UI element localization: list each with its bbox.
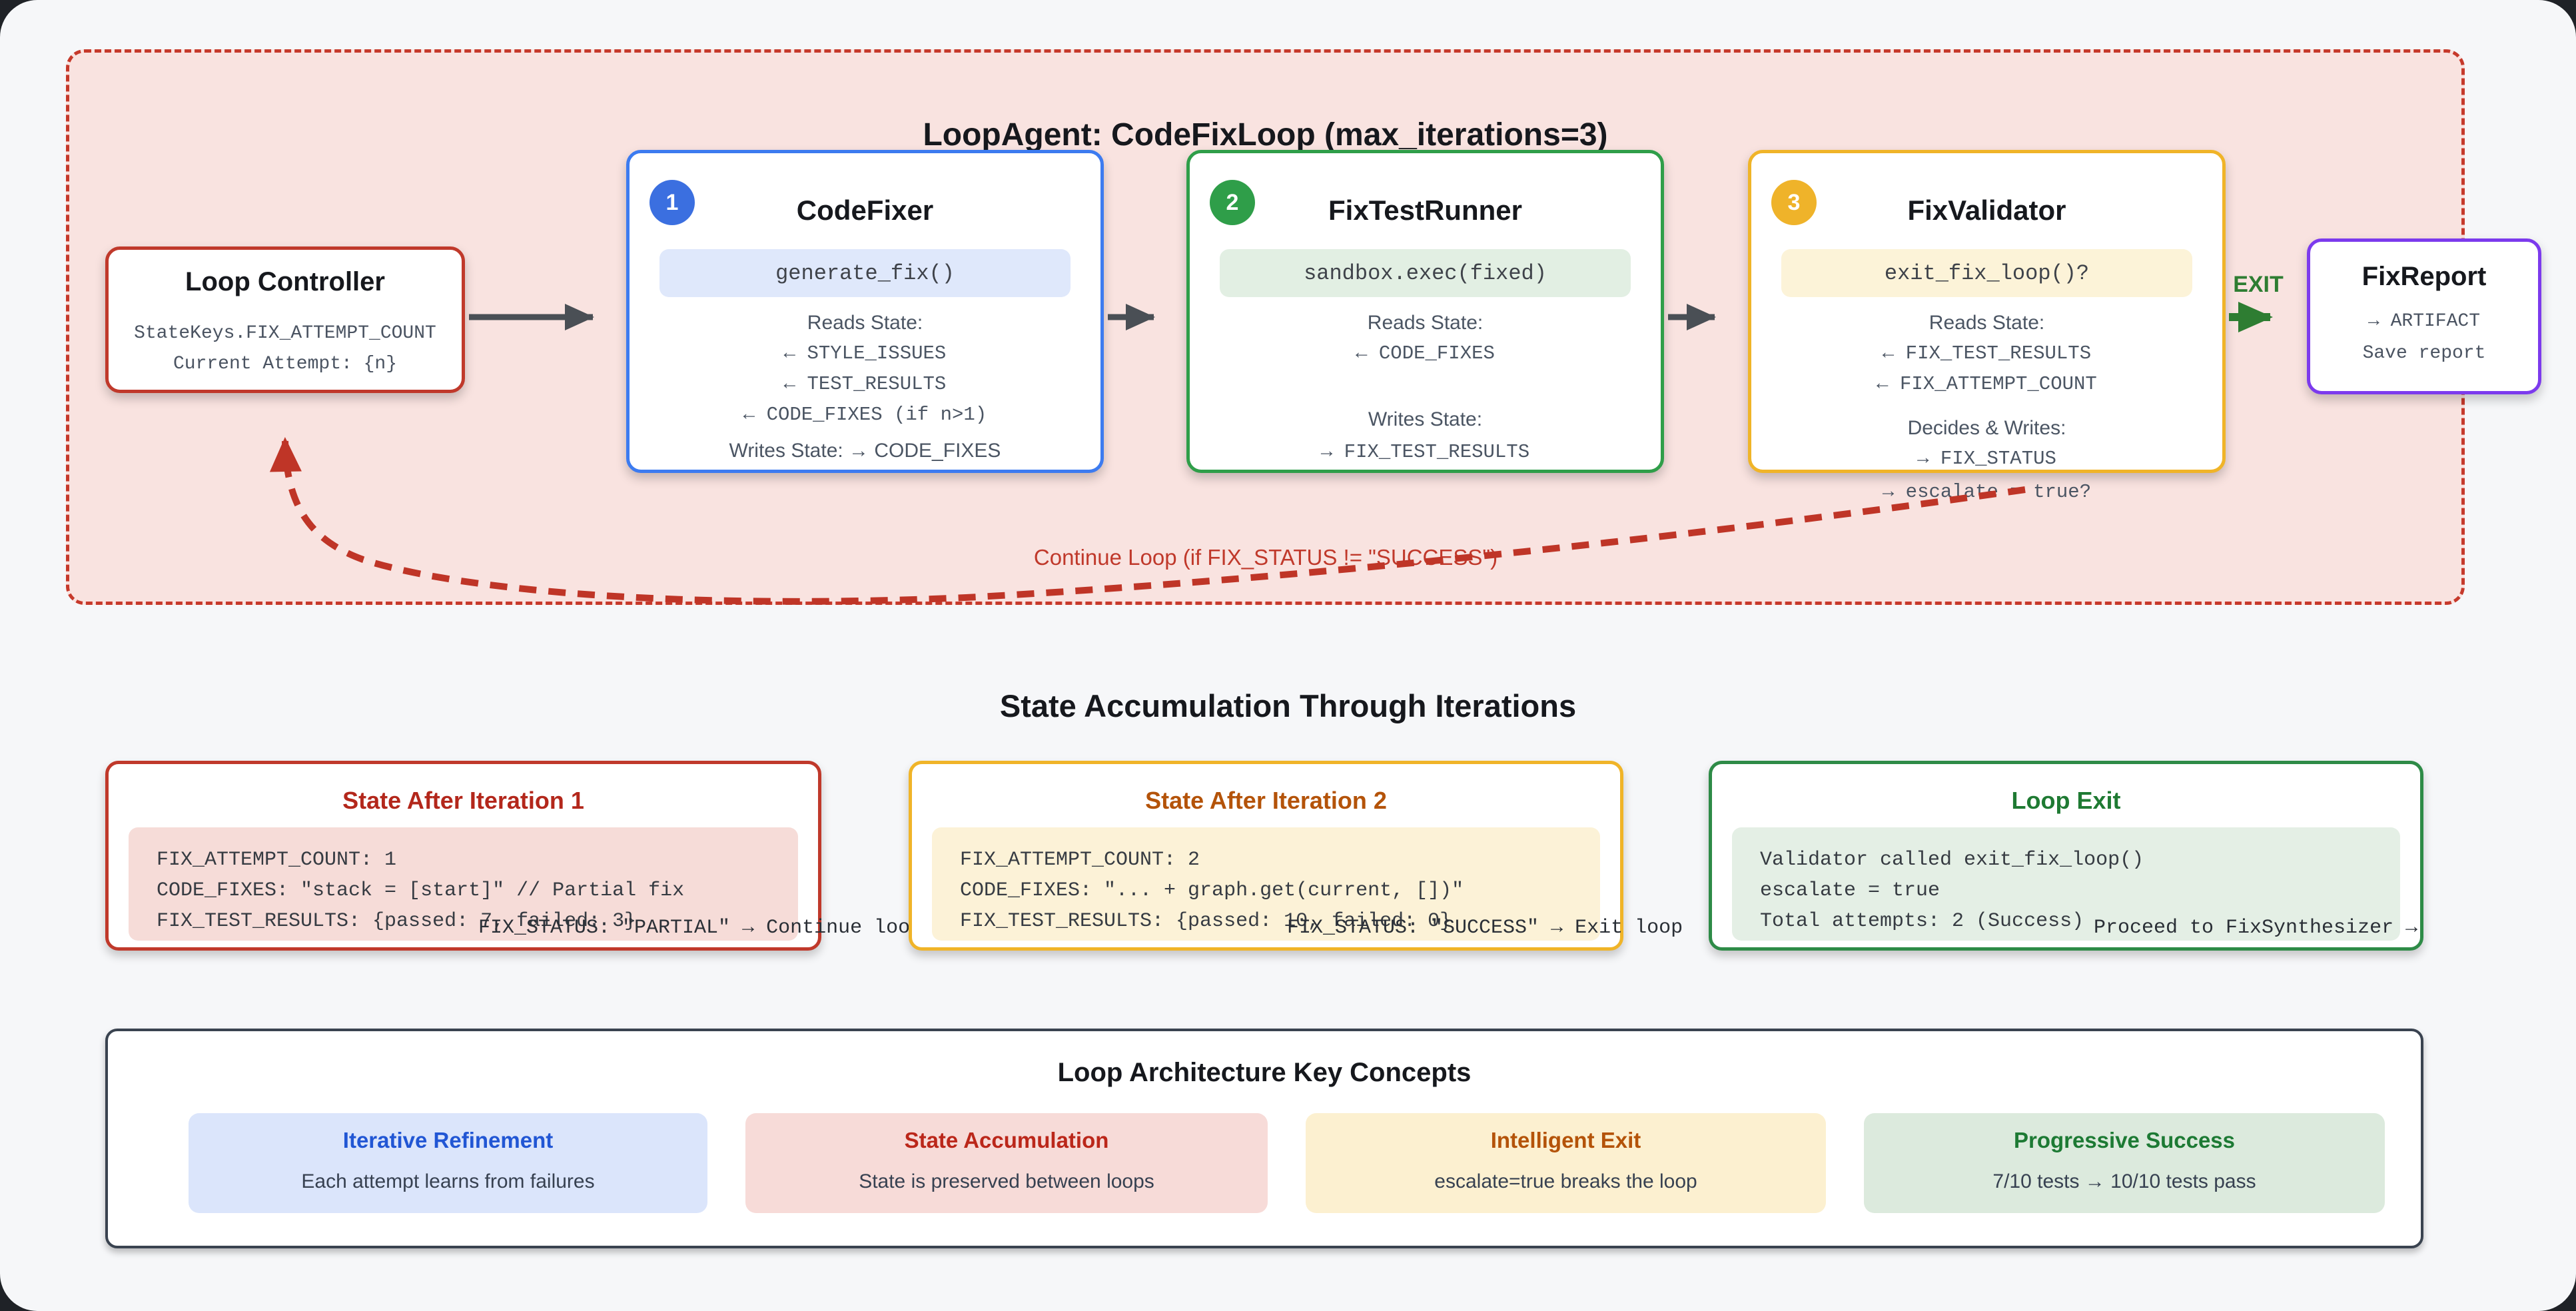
code-line: FIX_TEST_RESULTS: {passed: 7, failed: 3}: [157, 910, 637, 933]
state-iteration-1-box: State After Iteration 1 FIX_ATTEMPT_COUN…: [105, 761, 922, 951]
code-line: escalate = true: [1760, 879, 1940, 902]
fixvalidator-read-2: ← FIX_ATTEMPT_COUNT: [1877, 373, 2097, 395]
loop-controller-node: Loop Controller StateKeys.FIX_ATTEMPT_CO…: [105, 246, 465, 393]
state-iteration-2-status: FIX_STATUS: "SUCCESS" → Exit loop: [1287, 917, 1683, 939]
code-line: CODE_FIXES: "stack = [start]" // Partial…: [157, 879, 685, 902]
key-concepts-title: Loop Architecture Key Concepts: [1057, 1058, 1472, 1087]
fixreport-node: FixReport → ARTIFACT Save report: [2307, 238, 2541, 394]
fixvalidator-write-2-overflow: → escalate = true?: [1882, 481, 2092, 503]
fixtestrunner-function-pill: sandbox.exec(fixed): [1220, 249, 1631, 297]
step-2-badge: 2: [1210, 180, 1255, 225]
fixvalidator-read-1: ← FIX_TEST_RESULTS: [1882, 342, 2092, 364]
loop-exit-title: Loop Exit: [2011, 787, 2121, 814]
concept-card-iterative-refinement: Iterative Refinement Each attempt learns…: [189, 1113, 707, 1213]
codefixer-reads-label: Reads State:: [807, 312, 923, 334]
loop-exit-proceed: Proceed to FixSynthesizer →: [2094, 917, 2418, 939]
fixtestrunner-node: 2 FixTestRunner sandbox.exec(fixed) Read…: [1186, 150, 1664, 473]
fixreport-artifact-line: → ARTIFACT: [2367, 311, 2481, 332]
loop-exit-code: Validator called exit_fix_loop() escalat…: [1732, 827, 2400, 941]
code-line: FIX_ATTEMPT_COUNT: 1: [157, 849, 397, 871]
concept-card-intelligent-exit: Intelligent Exit escalate=true breaks th…: [1306, 1113, 1826, 1213]
loop-controller-title: Loop Controller: [185, 267, 385, 296]
concept-title: Iterative Refinement: [342, 1128, 554, 1152]
state-iteration-1-code: FIX_ATTEMPT_COUNT: 1 CODE_FIXES: "stack …: [129, 827, 798, 941]
state-section-title: State Accumulation Through Iterations: [999, 688, 1577, 723]
concept-title: State Accumulation: [904, 1128, 1109, 1152]
fixvalidator-reads-label: Reads State:: [1929, 312, 2045, 334]
concept-title: Intelligent Exit: [1490, 1128, 1641, 1152]
fixtestrunner-read-1: ← CODE_FIXES: [1356, 342, 1495, 364]
key-concepts-panel: Loop Architecture Key Concepts Iterative…: [105, 1029, 2423, 1248]
codefixer-node: 1 CodeFixer generate_fix() Reads State: …: [626, 150, 1104, 473]
concept-desc: State is preserved between loops: [859, 1170, 1154, 1192]
codefixer-read-2: ← TEST_RESULTS: [783, 373, 947, 395]
concept-desc: Each attempt learns from failures: [301, 1170, 595, 1192]
state-iteration-2-title: State After Iteration 2: [1145, 787, 1387, 814]
fixtestrunner-title: FixTestRunner: [1328, 195, 1522, 226]
fixvalidator-writes-label: Decides & Writes:: [1907, 417, 2066, 439]
concept-desc: 7/10 tests → 10/10 tests pass: [1992, 1170, 2256, 1192]
code-line: Validator called exit_fix_loop(): [1760, 849, 2144, 871]
step-1-badge: 1: [649, 180, 695, 225]
codefixer-function-pill: generate_fix(): [659, 249, 1071, 297]
codefixer-read-3: ← CODE_FIXES (if n>1): [743, 404, 987, 426]
state-iteration-1-title: State After Iteration 1: [342, 787, 584, 814]
loop-controller-attempt: Current Attempt: {n}: [173, 354, 398, 374]
fixvalidator-function-pill: exit_fix_loop()?: [1781, 249, 2192, 297]
concept-title: Progressive Success: [2013, 1128, 2236, 1152]
loop-exit-box: Loop Exit Validator called exit_fix_loop…: [1709, 761, 2423, 951]
codefixer-title: CodeFixer: [796, 195, 934, 226]
concept-desc: escalate=true breaks the loop: [1434, 1170, 1697, 1192]
fixvalidator-node: 3 FixValidator exit_fix_loop()? Reads St…: [1748, 150, 2226, 503]
code-line: Total attempts: 2 (Success): [1760, 910, 2084, 933]
fixreport-save-line: Save report: [2362, 343, 2486, 364]
step-3-badge: 3: [1771, 180, 1817, 225]
concept-card-state-accumulation: State Accumulation State is preserved be…: [745, 1113, 1268, 1213]
loop-container-title: LoopAgent: CodeFixLoop (max_iterations=3…: [923, 117, 1608, 153]
code-line: FIX_TEST_RESULTS: {passed: 10, failed: 0…: [960, 910, 1452, 933]
fixtestrunner-write-1: → FIX_TEST_RESULTS: [1320, 441, 1530, 463]
exit-label: EXIT: [2233, 272, 2284, 297]
state-iteration-1-status: FIX_STATUS: "PARTIAL" → Continue loop: [478, 917, 923, 939]
code-line: CODE_FIXES: "... + graph.get(current, []…: [960, 879, 1464, 902]
state-iteration-2-box: State After Iteration 2 FIX_ATTEMPT_COUN…: [909, 761, 1683, 951]
codefixer-writes-label: Writes State: → CODE_FIXES: [729, 440, 1001, 462]
fixreport-title: FixReport: [2361, 262, 2487, 291]
continue-loop-label: Continue Loop (if FIX_STATUS != "SUCCESS…: [1033, 545, 1498, 570]
codefixer-read-1: ← STYLE_ISSUES: [783, 342, 947, 364]
fixtestrunner-writes-label: Writes State:: [1368, 408, 1483, 430]
fixtestrunner-reads-label: Reads State:: [1367, 312, 1484, 334]
concept-card-progressive-success: Progressive Success 7/10 tests → 10/10 t…: [1864, 1113, 2385, 1213]
fixvalidator-title: FixValidator: [1907, 195, 2066, 226]
fixvalidator-write-1: → FIX_STATUS: [1917, 448, 2056, 470]
state-iteration-2-code: FIX_ATTEMPT_COUNT: 2 CODE_FIXES: "... + …: [932, 827, 1600, 941]
code-line: FIX_ATTEMPT_COUNT: 2: [960, 849, 1200, 871]
loop-controller-statekey: StateKeys.FIX_ATTEMPT_COUNT: [134, 323, 436, 344]
